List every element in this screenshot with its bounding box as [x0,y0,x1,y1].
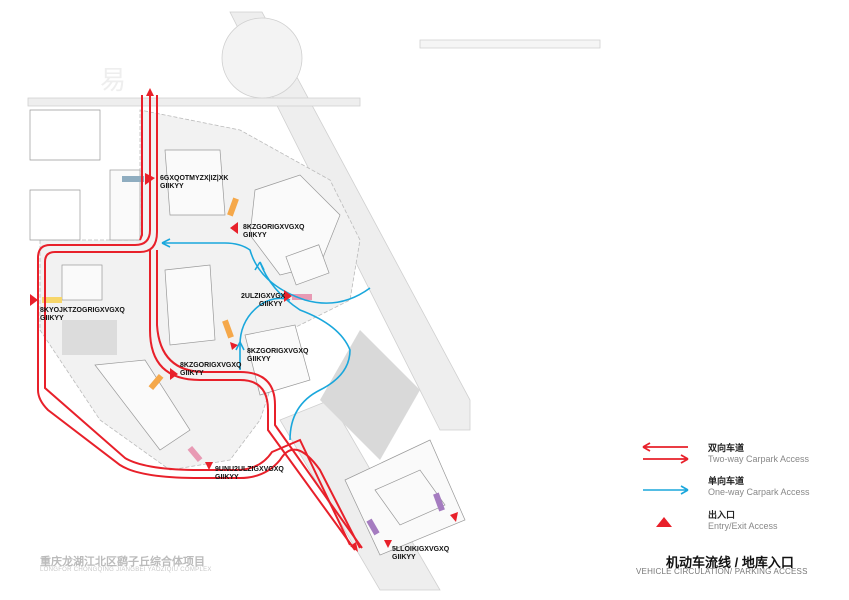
entry-triangle-icon [284,290,292,302]
legend-one-way-arrow-icon [643,485,689,495]
label-sub: GIIKYY [215,474,239,481]
label-sub: GIIKYY [180,370,204,377]
entry-triangle-icon [205,462,213,470]
label-sub: GIIKYY [247,356,271,363]
ramp-yellow [42,297,62,303]
watermark: 易 [100,65,127,95]
arrow-down-icon [350,542,358,552]
label-code: 8KZGORIGXVGXQ [180,362,242,369]
entry-triangle-icon [30,294,38,306]
entry-triangle-icon [170,368,178,380]
plaza-area [320,330,420,460]
ramp-orange [227,197,239,217]
legend-two-way-en: Two-way Carpark Access [708,454,810,464]
parking-ramps [42,176,445,536]
legend-marks [642,442,689,527]
label-code: 6GXQOTMYZX|IZ|XK [160,175,229,182]
ramp-orange [148,373,164,391]
entry-triangle-icon [384,540,392,548]
diagram-subtitle: VEHICLE CIRCULATION/ PARKING ACCESS [636,567,808,576]
buildings [29,109,466,556]
label-sub: GIIKYY [40,315,64,322]
ramp-pink [292,294,312,300]
legend-entry-cn: 出入口 [708,510,736,520]
ramp-purple [433,492,445,512]
legend-entry-triangle-icon [656,517,672,527]
ramp-purple [366,518,380,536]
legend-two-way-arrow-left-icon [642,442,688,452]
ramp-pink [187,445,203,463]
label-code: 2ULZIGXVGX [241,293,286,300]
entry-triangle-icon [450,512,458,522]
label-code: 9UNU2ULZIGXVGXQ [215,466,284,473]
ramp-orange [222,319,234,339]
entry-triangle-icon [145,173,155,185]
project-name-en: LONGFOR CHONGQING JIANGBEI YAOZIQIU COMP… [40,567,212,573]
entry-triangle-icon [230,342,238,350]
label-code: 8KYOJKTZOGRIGXVGXQ [40,307,125,314]
label-sub: GIIKYY [243,232,267,239]
two-way-routes [37,95,363,551]
label-code: 8KZGORIGXVGXQ [243,224,305,231]
legend-one-way-cn: 单向车道 [708,476,745,486]
ramp-blue [122,176,144,182]
route-arrowheads [146,88,358,552]
diagram-title: 机动车流线 / 地库入口 [666,555,794,570]
entry-markers [30,173,458,548]
label-code: 8KZGORIGXVGXQ [247,348,309,355]
arrow-up-icon [146,88,154,96]
label-sub: GIIKYY [259,301,283,308]
label-sub: GIIKYY [160,183,184,190]
court-area [62,320,117,355]
label-sub: GIIKYY [392,554,416,561]
label-code: 5LLOIKIGXVGXQ [392,546,450,553]
project-name: 重庆龙湖江北区鹞子丘综合体项目 [40,556,205,568]
legend-one-way-en: One-way Carpark Access [708,487,810,497]
entry-triangle-icon [230,222,238,234]
legend-two-way-arrow-right-icon [643,454,689,464]
legend-two-way-cn: 双向车道 [708,443,745,453]
one-way-routes [161,238,371,441]
legend-entry-en: Entry/Exit Access [708,521,778,531]
